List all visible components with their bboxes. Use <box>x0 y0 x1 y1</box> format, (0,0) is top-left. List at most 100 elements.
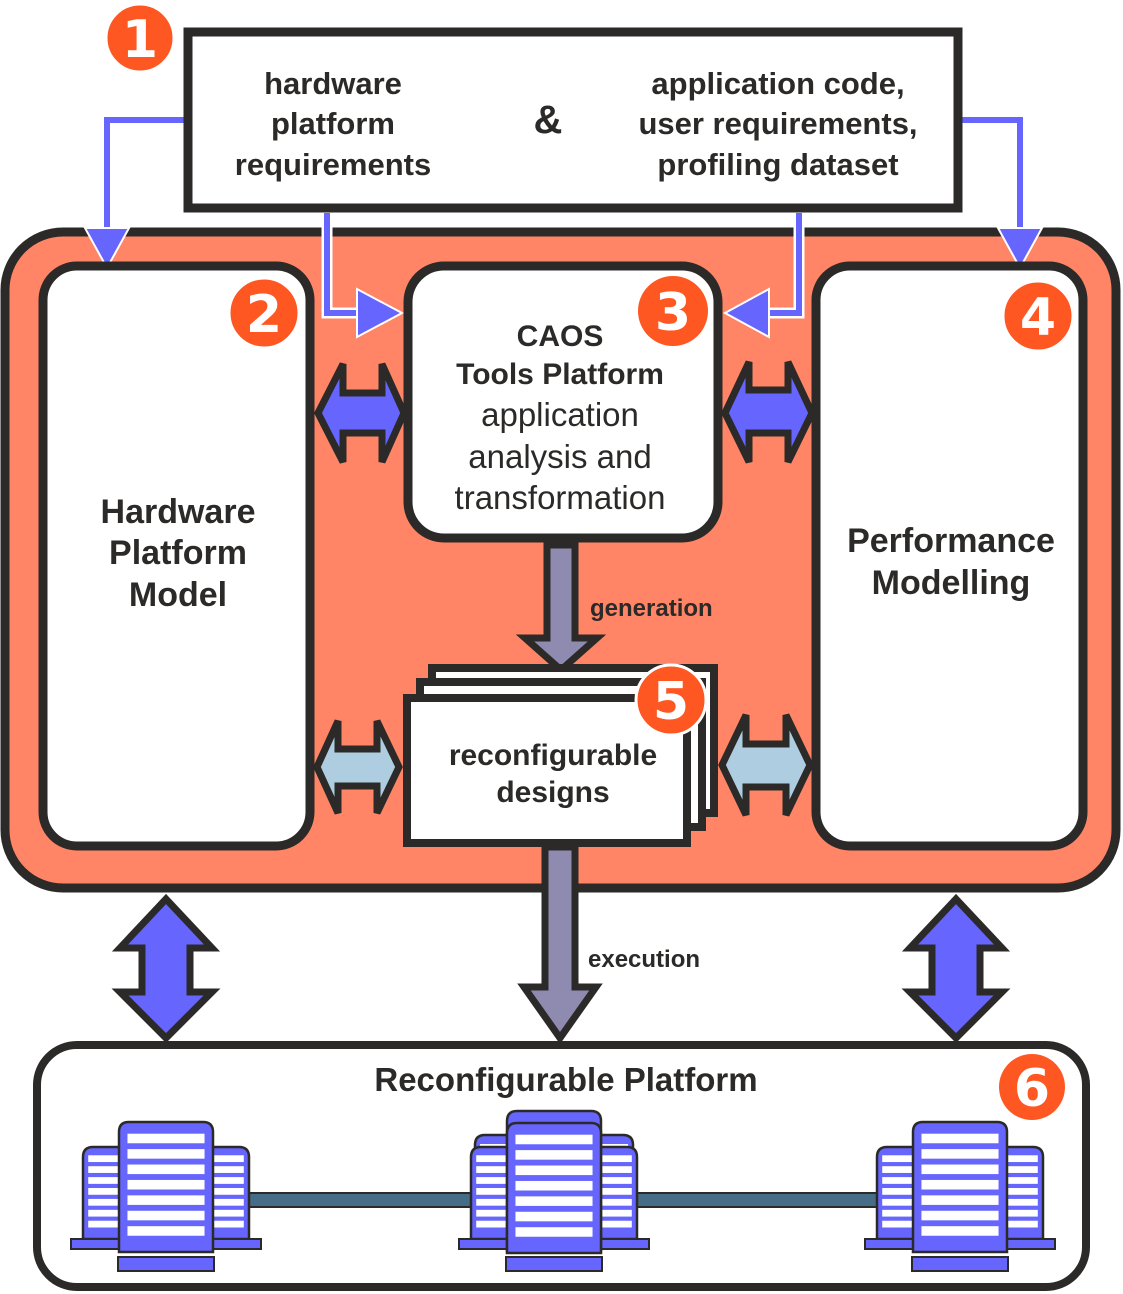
designs-box <box>403 694 691 847</box>
server-slot <box>990 1220 1038 1228</box>
server-slot <box>882 1188 930 1195</box>
server-slot <box>196 1220 244 1228</box>
server-slot <box>515 1227 593 1237</box>
server-slot <box>990 1166 1038 1173</box>
server-slot <box>476 1155 524 1163</box>
platform-title: Reconfigurable Platform <box>374 1061 758 1098</box>
server-main <box>505 1121 603 1255</box>
server-slot <box>476 1177 524 1184</box>
execution-arrow <box>517 843 603 1045</box>
server-slot <box>196 1155 244 1163</box>
link-arrow-performance-platform <box>901 893 1011 1043</box>
caos-tools-title: CAOS Tools Platform <box>456 320 664 391</box>
server-slot <box>196 1198 244 1206</box>
server-slot <box>921 1164 999 1175</box>
badge-3: 3 <box>638 276 708 346</box>
server-slot <box>990 1155 1038 1163</box>
performance-modelling-panel <box>811 261 1088 851</box>
server-slot <box>921 1149 999 1159</box>
server-slot <box>882 1155 930 1163</box>
server-slot <box>88 1220 136 1228</box>
feed-arrow-to-caos-right <box>722 213 805 339</box>
server-cluster-left <box>70 1120 262 1272</box>
hardware-model-title: Hardware Platform Model <box>100 493 256 614</box>
server-slot <box>127 1179 205 1190</box>
input-left-text: hardware platform requirements <box>234 66 432 182</box>
badge-5: 5 <box>634 663 708 737</box>
server-slot <box>127 1195 205 1205</box>
server-slot <box>196 1209 244 1217</box>
generation-label: generation <box>590 595 713 622</box>
badge-2-number: 2 <box>246 285 282 345</box>
designs-title: reconfigurable designs <box>448 739 658 810</box>
badge-6: 6 <box>999 1054 1065 1120</box>
server-slot <box>476 1209 524 1217</box>
server-slot <box>584 1188 632 1195</box>
feed-arrow-to-hardware-model <box>83 114 188 271</box>
caos-tools-box <box>403 261 723 543</box>
network-link-left <box>217 1192 479 1208</box>
input-right-text: application code, user requirements, pro… <box>638 66 918 182</box>
server-slot <box>515 1196 593 1206</box>
server-slot <box>921 1133 999 1144</box>
caos-tools-description: application analysis and transformation <box>454 396 666 517</box>
network-link-right <box>635 1192 891 1208</box>
server-slot <box>196 1188 244 1195</box>
server-slot <box>88 1166 136 1173</box>
server-slot <box>127 1164 205 1175</box>
input-joiner: & <box>533 98 563 142</box>
server-slot <box>515 1180 593 1191</box>
server-main <box>911 1120 1009 1254</box>
server-slot <box>584 1198 632 1206</box>
server-slot <box>127 1210 205 1221</box>
server-slot <box>88 1188 136 1195</box>
server-slot <box>88 1198 136 1206</box>
server-slot <box>990 1209 1038 1217</box>
input-box <box>183 27 963 213</box>
server-slot <box>882 1209 930 1217</box>
server-slot <box>476 1220 524 1228</box>
server-slot <box>515 1211 593 1222</box>
badge-4: 4 <box>1001 279 1075 353</box>
server-slot <box>88 1155 136 1163</box>
server-base <box>505 1256 603 1272</box>
server-base <box>117 1256 215 1272</box>
server-slot <box>584 1177 632 1184</box>
server-slot <box>127 1149 205 1159</box>
server-cluster-right <box>864 1120 1056 1272</box>
server-slot <box>921 1195 999 1205</box>
link-arrow-hardware-designs <box>313 719 403 815</box>
generation-arrow <box>515 541 607 675</box>
server-slot <box>196 1177 244 1184</box>
execution-label: execution <box>588 946 701 973</box>
performance-modelling-title: Performance Modelling <box>847 522 1055 603</box>
server-slot <box>990 1177 1038 1184</box>
server-slot <box>921 1179 999 1190</box>
server-base <box>911 1256 1009 1272</box>
server-cluster-center <box>458 1109 650 1272</box>
badge-2: 2 <box>227 276 301 350</box>
server-main <box>117 1120 215 1254</box>
server-slot <box>921 1226 999 1236</box>
server-slot <box>990 1188 1038 1195</box>
server-slot <box>515 1150 593 1160</box>
server-slot <box>88 1209 136 1217</box>
server-slot <box>584 1209 632 1217</box>
feed-arrow-to-caos-left <box>321 213 405 339</box>
server-slot <box>476 1166 524 1173</box>
server-slot <box>196 1166 244 1173</box>
server-slot <box>515 1134 593 1145</box>
server-slot <box>882 1198 930 1206</box>
server-slot <box>882 1177 930 1184</box>
badge-3-number: 3 <box>655 283 691 343</box>
server-slot <box>584 1166 632 1173</box>
badge-6-number: 6 <box>1014 1059 1050 1119</box>
link-arrow-caos-performance <box>721 360 816 464</box>
server-slot <box>127 1133 205 1144</box>
hardware-model-panel <box>38 261 315 851</box>
server-slot <box>127 1226 205 1236</box>
feed-arrow-to-performance-modelling <box>958 114 1044 271</box>
server-slot <box>584 1220 632 1228</box>
badge-1-number: 1 <box>122 10 158 70</box>
badge-1: 1 <box>104 2 176 74</box>
